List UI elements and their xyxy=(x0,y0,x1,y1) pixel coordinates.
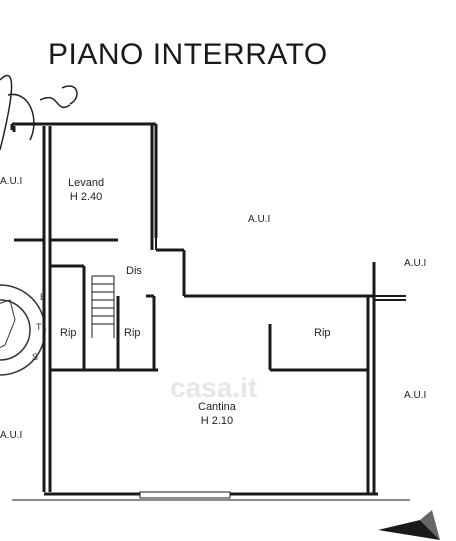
walls xyxy=(10,122,378,496)
room-levand-name: Levand xyxy=(68,177,105,189)
watermark: casa.it xyxy=(170,372,258,403)
adjacent-center: A.U.I xyxy=(248,214,271,225)
svg-text:S: S xyxy=(32,352,38,362)
adjacent-left-top: A.U.I xyxy=(0,176,23,187)
compass-icon xyxy=(378,510,440,540)
room-rip-right: Rip xyxy=(314,327,331,339)
bottom-opening xyxy=(139,491,231,499)
plan-title: PIANO INTERRATO xyxy=(48,38,328,71)
svg-text:T: T xyxy=(36,322,42,332)
signature-mark xyxy=(0,74,78,151)
room-dis: Dis xyxy=(126,265,142,277)
wall-stubs xyxy=(155,238,406,301)
staircase xyxy=(91,275,115,338)
adjacent-right-top: A.U.I xyxy=(404,258,427,269)
room-rip-left: Rip xyxy=(60,327,77,339)
adjacent-right-bottom: A.U.I xyxy=(404,390,427,401)
room-rip-stair: Rip xyxy=(124,327,141,339)
room-cantina: Cantina H 2.10 xyxy=(198,400,236,428)
room-levand: Levand H 2.40 xyxy=(68,176,104,204)
room-cantina-name: Cantina xyxy=(198,401,236,413)
room-cantina-height: H 2.10 xyxy=(200,415,234,427)
adjacent-left-bottom: A.U.I xyxy=(0,430,23,441)
room-levand-height: H 2.40 xyxy=(69,191,103,203)
